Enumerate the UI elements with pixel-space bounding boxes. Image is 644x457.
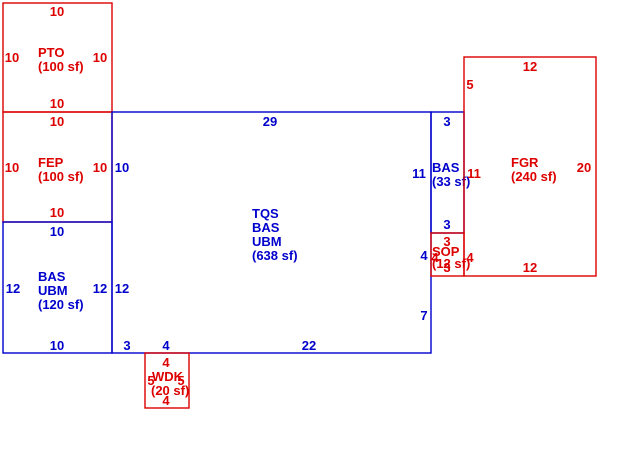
fgr-top-dim: 12 — [523, 59, 537, 74]
sop-top-dim: 3 — [443, 234, 450, 249]
sop-outline — [430, 232, 465, 277]
bas-small-right-dim: 11 — [467, 166, 481, 181]
wdk-bottom-dim: 4 — [162, 393, 170, 408]
fgr-right-dim: 20 — [577, 160, 591, 175]
fep-right-dim: 10 — [93, 160, 107, 175]
main-bottom-notch-dim: 4 — [162, 338, 170, 353]
wdk-left-dim: 5 — [147, 373, 154, 388]
fgr-bottom-dim: 12 — [523, 260, 537, 275]
main-right-mid-dim: 4 — [420, 248, 428, 263]
main-code1: TQS — [252, 206, 279, 221]
sop-bottom-dim: 3 — [443, 260, 450, 275]
wdk-top-dim: 4 — [162, 355, 170, 370]
bas-small-code: BAS — [432, 160, 460, 175]
main-bottom-dim: 22 — [302, 338, 316, 353]
fep-left-dim: 10 — [5, 160, 19, 175]
bas-ubm-bottom-dim: 10 — [50, 338, 64, 353]
bas-ubm-right-dim: 12 — [93, 281, 107, 296]
wdk-area: (20 sf) — [151, 383, 189, 398]
sop-code: SOP — [432, 244, 460, 259]
sop-area: (12 sf) — [432, 256, 470, 271]
bas-ubm-code2: UBM — [38, 283, 68, 298]
main-code3: UBM — [252, 234, 282, 249]
main-code2: BAS — [252, 220, 280, 235]
bas-small-area: (33 sf) — [432, 174, 470, 189]
main-right-lower-dim: 7 — [420, 308, 427, 323]
main-left-dim: 10 — [115, 160, 129, 175]
main-bottom-left-dim: 3 — [123, 338, 130, 353]
bas-small-top-dim: 3 — [443, 114, 450, 129]
bas-ubm-area: (120 sf) — [38, 297, 84, 312]
fgr-outline — [463, 56, 597, 277]
pto-left-dim: 10 — [5, 50, 19, 65]
sop-left-dim: 4 — [431, 250, 439, 265]
bas-ubm-left-dim: 12 — [6, 281, 20, 296]
pto-area: (100 sf) — [38, 59, 84, 74]
sop-right-dim: 4 — [466, 250, 474, 265]
fep-bottom-dim: 10 — [50, 205, 64, 220]
pto-bottom-dim: 10 — [50, 96, 64, 111]
main-right-upper-dim: 11 — [412, 166, 426, 181]
main-top-dim: 29 — [263, 114, 277, 129]
bas-ubm-top-dim: 10 — [50, 224, 64, 239]
fgr-left-dim: 5 — [466, 77, 473, 92]
pto-top-dim: 10 — [50, 4, 64, 19]
main-left-lower-dim: 12 — [115, 281, 129, 296]
wdk-outline — [144, 352, 190, 409]
bas-small-bottom-dim: 3 — [443, 217, 450, 232]
fep-area: (100 sf) — [38, 169, 84, 184]
pto-right-dim: 10 — [93, 50, 107, 65]
bas-ubm-code1: BAS — [38, 269, 66, 284]
fep-top-dim: 10 — [50, 114, 64, 129]
main-area: (638 sf) — [252, 248, 298, 263]
pto-code: PTO — [38, 45, 65, 60]
wdk-right-dim: 5 — [177, 373, 184, 388]
fgr-area: (240 sf) — [511, 169, 557, 184]
fgr-code: FGR — [511, 155, 539, 170]
wdk-code: WDK — [152, 369, 184, 384]
fep-code: FEP — [38, 155, 64, 170]
